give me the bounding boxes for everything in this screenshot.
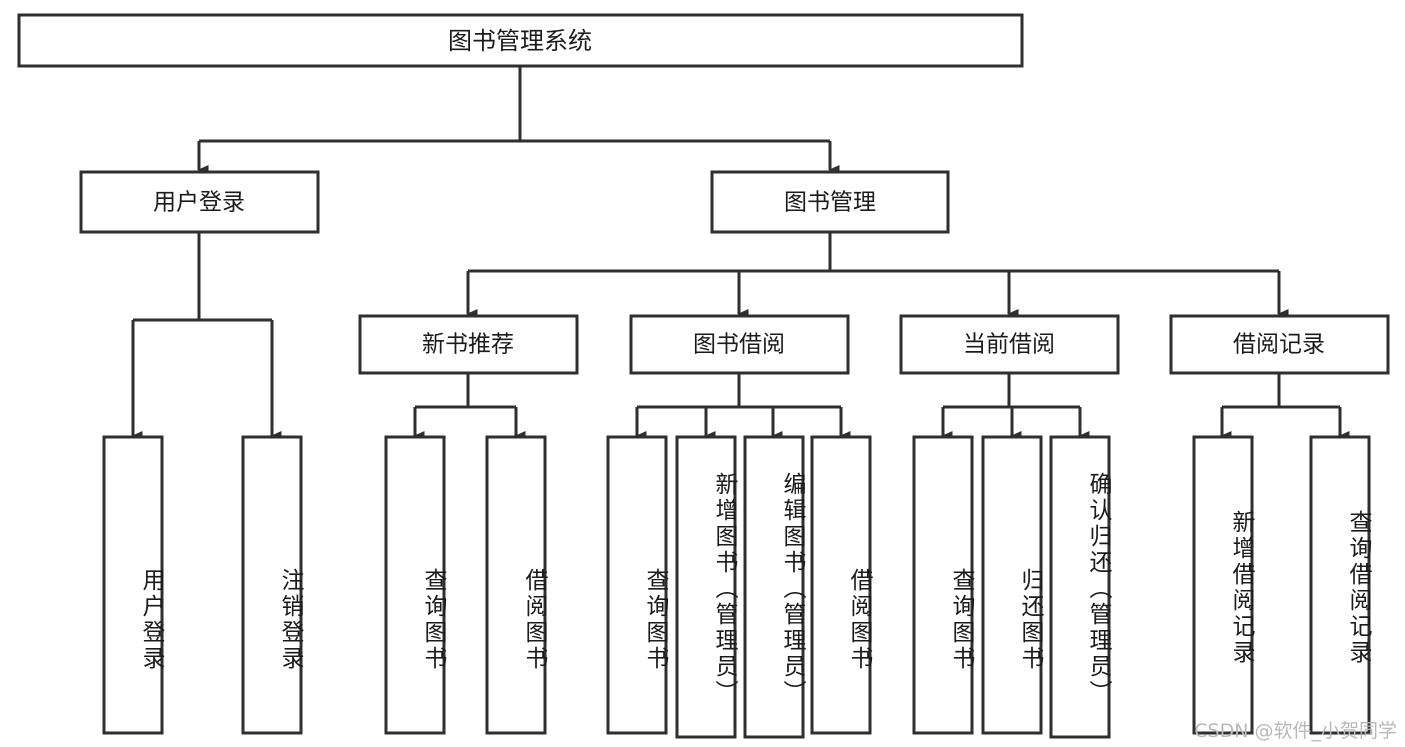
connector-bookborrow-to-leaves — [635, 373, 851, 441]
node-book-borrow-label: 图书借阅 — [693, 332, 785, 358]
node-book-borrow[interactable]: 图书借阅 — [629, 314, 850, 375]
node-leaf-edit-book[interactable] — [743, 435, 805, 739]
node-leaf-user-login[interactable] — [102, 435, 164, 735]
node-leaf-user-logout[interactable] — [241, 435, 303, 735]
connector-userlogin-to-leaves — [131, 232, 282, 441]
node-borrow-record-label: 借阅记录 — [1233, 332, 1325, 358]
node-leaf-borrow-book-1[interactable] — [485, 435, 547, 735]
node-root[interactable]: 图书管理系统 — [17, 13, 1024, 68]
node-borrow-record[interactable]: 借阅记录 — [1169, 314, 1390, 375]
node-leaf-query-record[interactable] — [1309, 435, 1371, 735]
node-new-book-rec-label: 新书推荐 — [422, 332, 514, 358]
node-user-login[interactable]: 用户登录 — [79, 170, 320, 234]
node-book-manage-label: 图书管理 — [784, 190, 876, 216]
node-leaf-confirm-return[interactable] — [1049, 435, 1111, 739]
node-leaf-borrow-book-2[interactable] — [810, 435, 872, 735]
connector-root-to-level2 — [197, 66, 840, 175]
node-leaf-query-book-3[interactable] — [912, 435, 974, 735]
node-current-borrow[interactable]: 当前借阅 — [899, 314, 1120, 375]
connector-borrowrecord-to-leaves — [1220, 373, 1350, 441]
node-root-label: 图书管理系统 — [448, 27, 592, 55]
node-leaf-add-book[interactable] — [675, 435, 737, 739]
node-book-manage[interactable]: 图书管理 — [710, 170, 950, 234]
node-leaf-add-record[interactable] — [1192, 435, 1254, 735]
node-new-book-rec[interactable]: 新书推荐 — [358, 314, 579, 375]
connector-currentborrow-to-leaves — [941, 373, 1090, 441]
node-leaf-query-book-1[interactable] — [384, 435, 446, 735]
connector-bookmanage-to-level3 — [466, 232, 1289, 319]
csdn-watermark: CSDN @软件_小贺同学 — [1194, 720, 1397, 742]
node-leaf-query-book-2[interactable] — [606, 435, 668, 735]
node-current-borrow-label: 当前借阅 — [963, 332, 1055, 358]
node-leaf-return-book[interactable] — [981, 435, 1043, 735]
node-user-login-label: 用户登录 — [153, 190, 245, 216]
connector-newbook-to-leaves — [413, 373, 526, 441]
